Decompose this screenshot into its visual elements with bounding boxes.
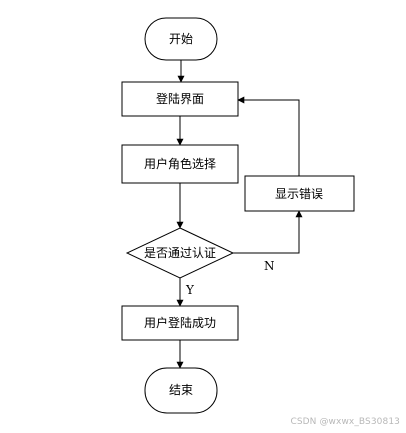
edge-error-to-login xyxy=(237,96,300,176)
login-page-label: 登陆界面 xyxy=(156,91,204,106)
start-node: 开始 xyxy=(144,17,218,61)
show-error-label: 显示错误 xyxy=(275,187,323,201)
start-label: 开始 xyxy=(169,32,193,46)
role-select-node: 用户角色选择 xyxy=(121,144,239,184)
login-success-node: 用户登陆成功 xyxy=(121,305,239,341)
end-node: 结束 xyxy=(144,367,218,414)
auth-check-label: 是否通过认证 xyxy=(144,246,216,260)
login-page-node: 登陆界面 xyxy=(121,81,239,117)
edge-yes-label: Y xyxy=(185,283,195,297)
end-label: 结束 xyxy=(169,383,193,397)
login-success-label: 用户登陆成功 xyxy=(144,315,216,330)
edge-no-label: N xyxy=(264,259,275,273)
auth-check-decision: 是否通过认证 xyxy=(125,227,235,279)
show-error-node: 显示错误 xyxy=(244,175,355,212)
edge-decision-no xyxy=(233,210,303,254)
watermark: CSDN @wxwx_BS30813 xyxy=(290,417,400,427)
role-select-label: 用户角色选择 xyxy=(144,156,216,171)
